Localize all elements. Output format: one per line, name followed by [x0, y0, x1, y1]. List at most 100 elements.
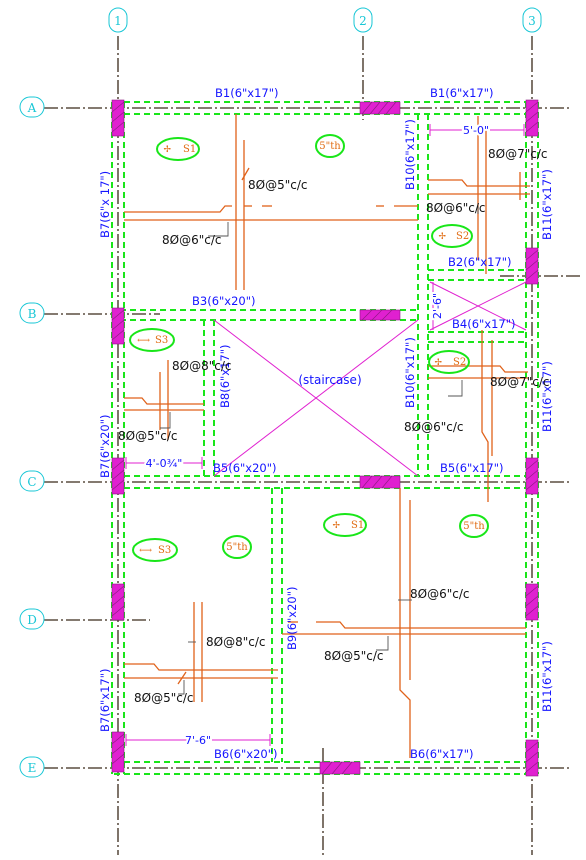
grid-bubbles: 1 2 3 A B C D E [19, 7, 542, 778]
leader-lines [160, 206, 479, 695]
slab-marker-s3-mid: ⟷ S3 [129, 328, 175, 352]
svg-text:✢: ✢ [163, 145, 171, 155]
column-b2 [359, 309, 401, 321]
column-d1 [111, 583, 125, 621]
beam-label-b8: B8(6"x17") [218, 344, 232, 408]
rebar-label-3: 8Ø@7"c/c [488, 147, 547, 161]
beam-label-b1-left: B1(6"x17") [215, 86, 279, 100]
beam-label-b11-bot: B11(6"x17") [540, 641, 554, 712]
grid-bubble-a: A [19, 96, 45, 118]
beam-label-b2: B2(6"x17") [448, 255, 512, 269]
staircase-label: (staircase) [298, 373, 361, 387]
column-b3 [525, 247, 539, 285]
column-a3 [525, 99, 539, 137]
column-a1 [111, 99, 125, 137]
slab-label-s2-top: S2 [456, 231, 469, 242]
slab-label-s2-mid: S2 [453, 357, 466, 368]
beam-label-b10-mid: B10(6"x17") [403, 337, 417, 408]
grid-bubble-2: 2 [353, 7, 373, 33]
svg-text:✢: ✢ [332, 521, 340, 531]
slab-label-s3-mid: S3 [155, 335, 168, 346]
slab-label-s1-bottom: S1 [351, 520, 364, 531]
reinforcement-bars [124, 114, 530, 758]
rebar-label-8: 8Ø@6"c/c [404, 420, 463, 434]
grid-bubble-b: B [19, 302, 45, 324]
beam-outlines [111, 101, 539, 775]
column-e2 [319, 761, 361, 775]
dimension-4-0-3q: 4'-0¾" [146, 457, 183, 470]
grid-label-a: A [27, 101, 37, 115]
slab-thickness-label-bottom-left: 5"th [226, 542, 248, 553]
grid-label-3: 3 [528, 14, 536, 28]
rebar-label-4: 8Ø@6"c/c [426, 201, 485, 215]
rebar-label-6: 8Ø@5"c/c [118, 429, 177, 443]
slab-thickness-bottom-left: 5"th [222, 535, 252, 559]
column-b1 [111, 307, 125, 345]
slab-markers: ✢ S1 5"th ✢ S2 ⟷ S3 ✢ S2 ✢ S1 5" [129, 134, 489, 562]
beam-labels: B1(6"x17") B1(6"x17") B2(6"x17") B3(6"x2… [98, 86, 554, 761]
grid-label-1: 1 [114, 14, 122, 28]
slab-label-s3-bottom: S3 [158, 545, 171, 556]
dimension-2-6: 2'-6" [431, 293, 444, 319]
beam-label-b5-left: B5(6"x20") [213, 461, 277, 475]
rebar-label-1: 8Ø@5"c/c [248, 178, 307, 192]
rebar-labels: 8Ø@5"c/c 8Ø@6"c/c 8Ø@7"c/c 8Ø@6"c/c 8Ø@8… [118, 147, 549, 705]
beam-label-b5-right: B5(6"x17") [440, 461, 504, 475]
slab-thickness-label-top: 5"th [319, 141, 341, 152]
beam-label-b7-mid: B7(6"x20") [98, 414, 112, 478]
rebar-label-10: 8Ø@5"c/c [324, 649, 383, 663]
beam-label-b9: B9(6"x20") [285, 586, 299, 650]
svg-text:⟷: ⟷ [137, 336, 150, 346]
grid-bubble-1: 1 [108, 7, 128, 33]
grid-label-c: C [27, 475, 36, 489]
beam-label-b4: B4(6"x17") [452, 317, 516, 331]
dimension-7-6: 7'-6" [185, 734, 211, 747]
slab-marker-s2-top: ✢ S2 [431, 224, 473, 248]
slab-label-s1-top: S1 [183, 144, 196, 155]
grid-bubble-d: D [19, 608, 45, 630]
staircase-opening: (staircase) [213, 319, 419, 477]
grid-bubble-e: E [19, 756, 45, 778]
column-e3 [525, 739, 539, 777]
beam-label-b7-top: B7(6"x 17") [98, 171, 112, 238]
slab-thickness-top: 5"th [315, 134, 345, 158]
beam-label-b1-right: B1(6"x17") [430, 86, 494, 100]
rebar-label-2: 8Ø@6"c/c [162, 233, 221, 247]
grid-label-2: 2 [359, 14, 367, 28]
lift-opening [429, 281, 527, 331]
column-c1 [111, 457, 125, 495]
beam-label-b11-top: B11(6"x17") [540, 169, 554, 240]
svg-text:✢: ✢ [434, 358, 442, 368]
grid-lines [44, 36, 582, 855]
slab-marker-s2-mid: ✢ S2 [428, 350, 470, 374]
rebar-label-11: 8Ø@8"c/c [206, 635, 265, 649]
grid-bubble-c: C [19, 470, 45, 492]
rebar-label-7: 8Ø@7"c/c [490, 375, 549, 389]
beam-label-b10-top: B10(6"x17") [403, 119, 417, 190]
grid-label-b: B [28, 307, 37, 321]
grid-bubble-3: 3 [522, 7, 542, 33]
slab-marker-s1-bottom: ✢ S1 [323, 513, 367, 537]
column-a2 [359, 101, 401, 115]
beam-label-b11-mid: B11(6"x17") [540, 361, 554, 432]
slab-marker-s3-bottom: ⟷ S3 [132, 538, 178, 562]
rebar-label-5: 8Ø@8"c/c [172, 359, 231, 373]
column-e1 [111, 731, 125, 773]
rebar-label-9: 8Ø@6"c/c [410, 587, 469, 601]
beam-label-b6-left: B6(6"x20") [214, 747, 278, 761]
dimension-5-0: 5'-0" [463, 124, 489, 137]
slab-marker-s1-top: ✢ S1 [156, 137, 200, 161]
slab-thickness-bottom-right: 5"th [459, 514, 489, 538]
svg-text:⟷: ⟷ [139, 546, 152, 556]
column-d3 [525, 583, 539, 621]
beam-label-b7-bot: B7(6"x17") [98, 668, 112, 732]
grid-label-e: E [28, 761, 37, 775]
slab-thickness-label-bottom-right: 5"th [463, 521, 485, 532]
columns [111, 99, 539, 777]
column-c3 [525, 457, 539, 495]
svg-text:✢: ✢ [438, 232, 446, 242]
rebar-label-12: 8Ø@5"c/c [134, 691, 193, 705]
column-c2 [359, 475, 401, 489]
